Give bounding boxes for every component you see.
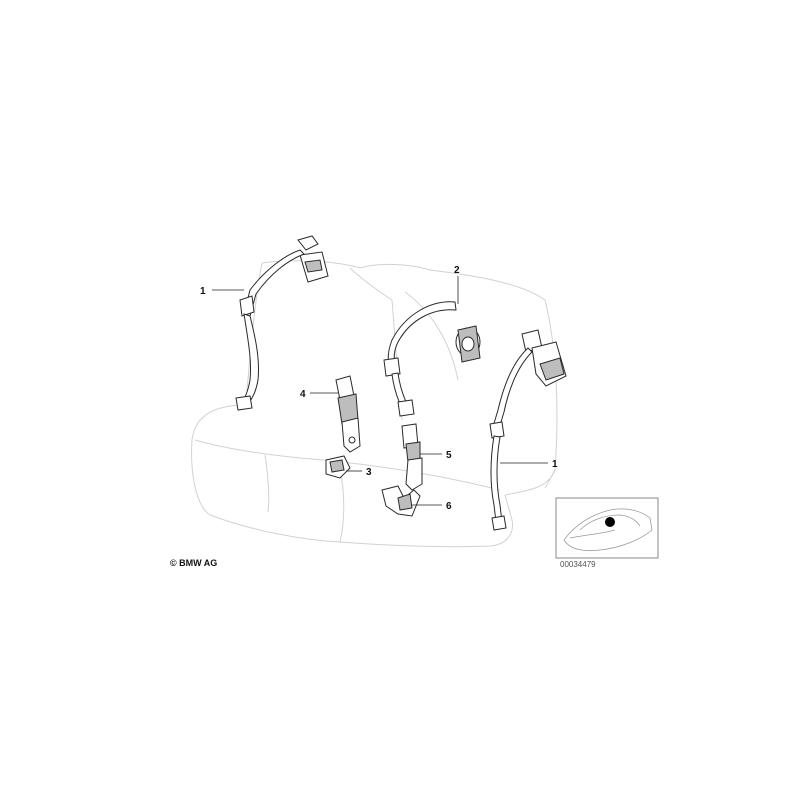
center-retractor-belt [383, 301, 481, 417]
callout-1-right: 1 [552, 459, 558, 470]
callouts: 1 2 3 4 5 6 1 [200, 265, 558, 512]
copyright-label: © BMW AG [170, 558, 217, 568]
car-locator-thumbnail: 00034479 [555, 497, 659, 569]
thumbnail-location-dot [605, 517, 615, 527]
leader-lines [212, 276, 548, 506]
callout-4: 4 [300, 389, 306, 400]
callout-2: 2 [454, 265, 460, 276]
buckle-mount [325, 455, 351, 479]
callout-1-left: 1 [200, 286, 206, 297]
right-retractor-belt [489, 329, 567, 531]
buckle-left [335, 375, 361, 453]
left-retractor-belt [235, 235, 329, 411]
reference-number: 00034479 [560, 560, 596, 569]
buckle-mount-center [381, 485, 421, 517]
buckle-center [401, 423, 423, 491]
callout-5: 5 [446, 450, 452, 461]
callout-3: 3 [366, 467, 372, 478]
callout-6: 6 [446, 501, 452, 512]
